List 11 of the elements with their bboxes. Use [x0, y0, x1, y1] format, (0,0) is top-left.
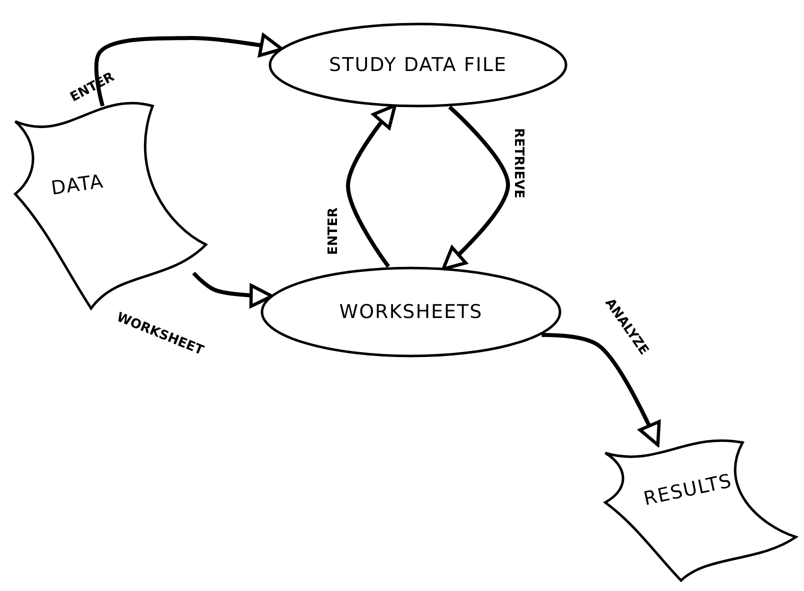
arrow: [94, 33, 284, 107]
node-label: DATA: [50, 170, 106, 200]
arrow: [542, 333, 661, 446]
node-label: RESULTS: [641, 470, 734, 510]
arrow: [442, 106, 510, 271]
node-label: STUDY DATA FILE: [329, 54, 507, 76]
edge-label: RETRIEVE: [511, 128, 526, 198]
edge-label: ENTER: [326, 207, 341, 255]
node-label: WORKSHEETS: [339, 301, 483, 323]
arrow: [192, 272, 274, 308]
arrow: [346, 104, 397, 268]
